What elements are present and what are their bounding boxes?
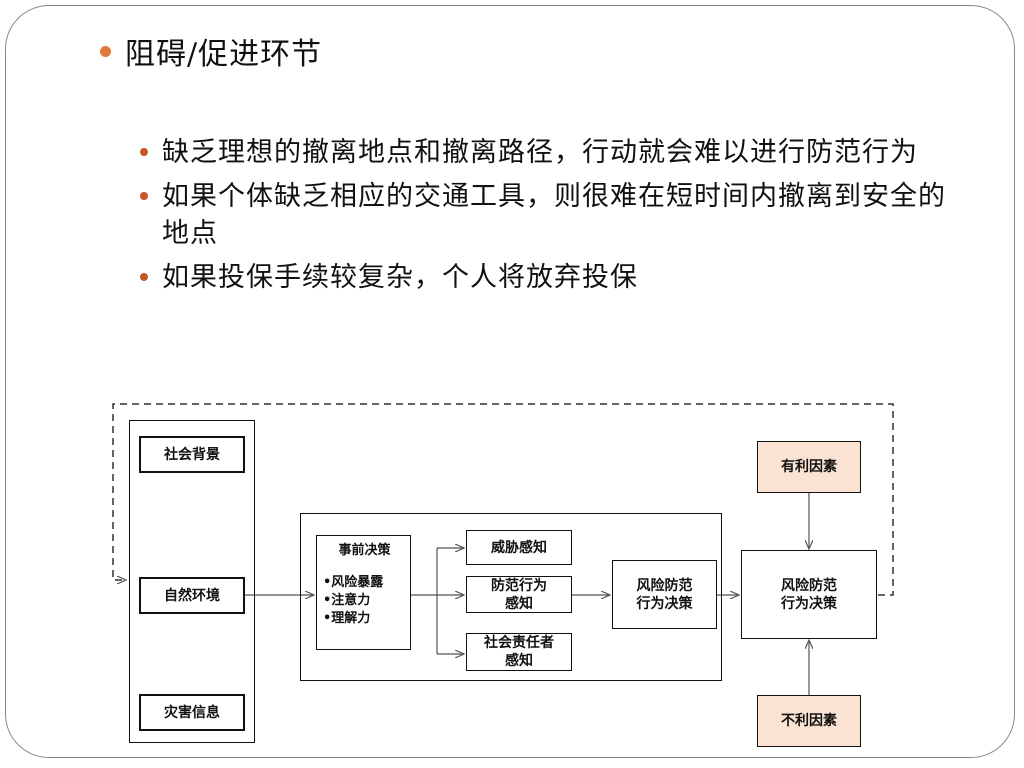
- factors-group: [129, 420, 255, 743]
- unfavorable-factors-box: 不利因素: [757, 695, 861, 747]
- perception-threat: 威胁感知: [466, 530, 572, 565]
- bullet-text: 如果投保手续较复杂，个人将放弃投保: [162, 262, 638, 293]
- factor-disaster-information: 灾害信息: [139, 694, 245, 731]
- slide-title: 阻碍/促进环节: [125, 37, 323, 72]
- factor-social-background: 社会背景: [139, 436, 245, 473]
- bullet-dot-icon: [140, 148, 148, 156]
- factor-natural-environment: 自然环境: [139, 577, 245, 614]
- inner-risk-decision: 风险防范 行为决策: [612, 560, 717, 629]
- pre-decision-item: •理解力: [323, 611, 371, 626]
- pre-decision-item: •注意力: [323, 593, 371, 608]
- pre-decision-title: 事前决策: [338, 543, 391, 558]
- favorable-factors-box: 有利因素: [757, 441, 861, 493]
- bullet-text: 缺乏理想的撤离地点和撤离路径，行动就会难以进行防范行为: [162, 137, 918, 168]
- slide-title-row: 阻碍/促进环节: [100, 26, 322, 76]
- decision-process-group: [300, 513, 722, 681]
- bullet-dot-icon: [140, 273, 148, 281]
- bullet-dot-icon: [140, 192, 148, 200]
- pre-decision-item: •风险暴露: [323, 575, 384, 590]
- pre-decision-box: 事前决策 •风险暴露 •注意力 •理解力: [316, 535, 411, 650]
- title-bullet-icon: [100, 45, 111, 57]
- bullet-text: 如果个体缺乏相应的交通工具，则很难在短时间内撤离到安全的地点: [162, 181, 946, 249]
- bullet-item: 缺乏理想的撤离地点和撤离路径，行动就会难以进行防范行为: [138, 134, 958, 171]
- perception-social-responsibility: 社会责任者 感知: [466, 633, 572, 671]
- bullet-item: 如果投保手续较复杂，个人将放弃投保: [138, 259, 958, 296]
- bullet-list: 缺乏理想的撤离地点和撤离路径，行动就会难以进行防范行为 如果个体缺乏相应的交通工…: [138, 134, 958, 303]
- outer-risk-decision: 风险防范 行为决策: [741, 550, 877, 639]
- perception-protective-behavior: 防范行为 感知: [466, 576, 572, 613]
- bullet-item: 如果个体缺乏相应的交通工具，则很难在短时间内撤离到安全的地点: [138, 178, 958, 252]
